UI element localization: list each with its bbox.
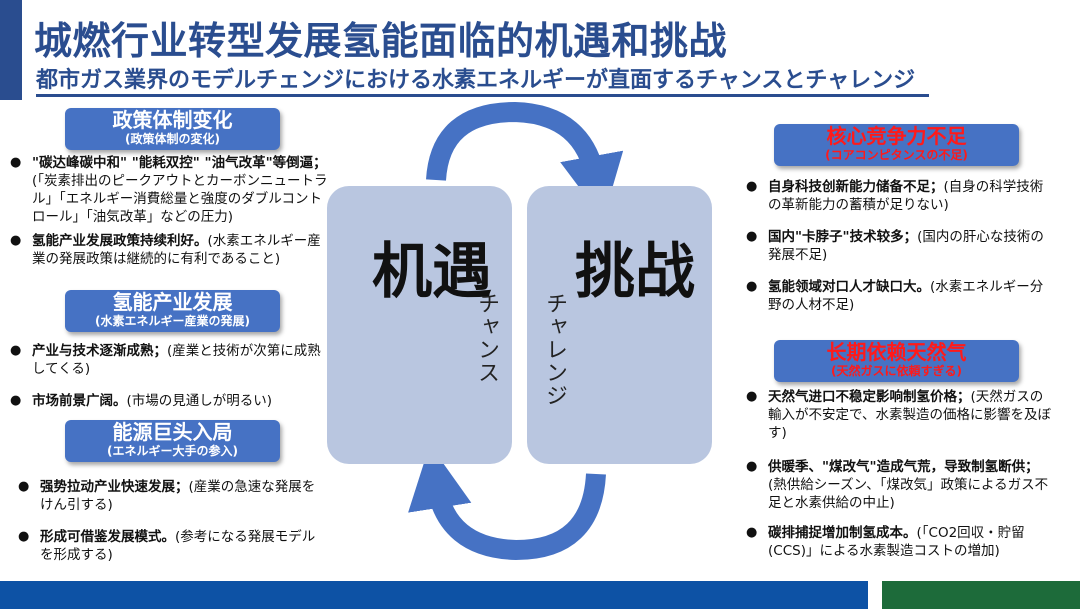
list-item: ● 氢能领域对口人才缺口大。(水素エネルギー分野の人材不足)	[746, 279, 1044, 313]
list-item: ● 天然气进口不稳定影响制氢价格；(天然ガスの輸入が不安定で、水素製造の価格に影…	[746, 389, 1051, 441]
cycle-arrow-top-icon	[426, 101, 624, 220]
section-title: 长期依赖天然气	[826, 340, 967, 364]
list-item: ● 形成可借鉴发展模式。(参考になる発展モデルを形成する)	[18, 529, 316, 563]
bullet-icon: ●	[746, 459, 758, 474]
list-item: ● 供暖季、"煤改气"造成气荒，导致制氢断供；(熱供給シーズン、「煤改気」政策に…	[746, 459, 1049, 511]
list-item: ● 国内"卡脖子"技术较多；(国内の肝心な技術の発展不足)	[746, 229, 1044, 263]
section-subtitle: (エネルギー大手の参入)	[107, 444, 238, 458]
section-title: 政策体制变化	[112, 108, 233, 132]
list-item: ● "碳达峰碳中和" "能耗双控" "油气改革"等倒逼；(「炭素排出のピークアウ…	[10, 155, 328, 225]
bullet-icon: ●	[10, 343, 22, 358]
bullet-icon: ●	[10, 155, 22, 170]
challenge-kana: チャレンジ	[542, 292, 567, 407]
section-header-policy: 政策体制变化 (政策体制の変化)	[65, 108, 280, 150]
title-divider	[36, 94, 929, 97]
bullet-icon: ●	[746, 279, 758, 294]
section-title: 氢能产业发展	[112, 290, 233, 314]
title-accent-bar	[0, 0, 22, 100]
section-title: 能源巨头入局	[112, 420, 233, 444]
list-item: ● 强势拉动产业快速发展；(産業の急速な発展をけん引する)	[18, 479, 316, 513]
bullet-icon: ●	[746, 525, 758, 540]
bullet-icon: ●	[18, 479, 30, 494]
bullet-icon: ●	[18, 529, 30, 544]
section-header-energy-giants: 能源巨头入局 (エネルギー大手の参入)	[65, 420, 280, 462]
list-item: ● 产业与技术逐渐成熟；(産業と技術が次第に成熟してくる)	[10, 343, 321, 377]
cycle-arrow-bottom-icon	[408, 444, 606, 561]
section-header-gas-dependence: 长期依赖天然气 (天然ガスに依頼すぎる)	[774, 340, 1019, 382]
section-subtitle: (天然ガスに依頼すぎる)	[831, 364, 962, 378]
section-title: 核心竞争力不足	[826, 124, 967, 148]
footer-bar-green	[882, 581, 1080, 609]
section-subtitle: (水素エネルギー産業の発展)	[95, 314, 250, 328]
opportunity-kana: チャンス	[474, 292, 499, 384]
list-item: ● 碳排捕捉增加制氢成本。(「CO2回収・貯留 (CCS)」による水素製造コスト…	[746, 525, 1025, 559]
section-header-core-competence: 核心竞争力不足 (コアコンピタンスの不足)	[774, 124, 1019, 166]
page-subtitle: 都市ガス業界のモデルチェンジにおける水素エネルギーが直面するチャンスとチャレンジ	[36, 68, 916, 93]
bullet-icon: ●	[10, 393, 22, 408]
list-item: ● 自身科技创新能力储备不足；(自身の科学技術の革新能力の蓄積が足りない)	[746, 179, 1044, 213]
opportunity-char-1: 机遇	[372, 237, 492, 307]
section-subtitle: (コアコンピタンスの不足)	[825, 148, 968, 162]
challenge-panel	[527, 186, 712, 464]
list-item: ● 氢能产业发展政策持续利好。(水素エネルギー産業の発展政策は継続的に有利である…	[10, 233, 321, 267]
section-header-hydrogen-industry: 氢能产业发展 (水素エネルギー産業の発展)	[65, 290, 280, 332]
challenge-chars: 挑战	[575, 237, 695, 307]
opportunity-panel	[327, 186, 512, 464]
bullet-icon: ●	[746, 179, 758, 194]
page-title: 城燃行业转型发展氢能面临的机遇和挑战	[34, 19, 728, 63]
section-subtitle: (政策体制の変化)	[125, 132, 220, 146]
list-item: ● 市场前景广阔。(市場の見通しが明るい)	[10, 393, 273, 409]
bullet-icon: ●	[10, 233, 22, 248]
bullet-icon: ●	[746, 389, 758, 404]
footer-bar-blue	[0, 581, 868, 609]
bullet-icon: ●	[746, 229, 758, 244]
